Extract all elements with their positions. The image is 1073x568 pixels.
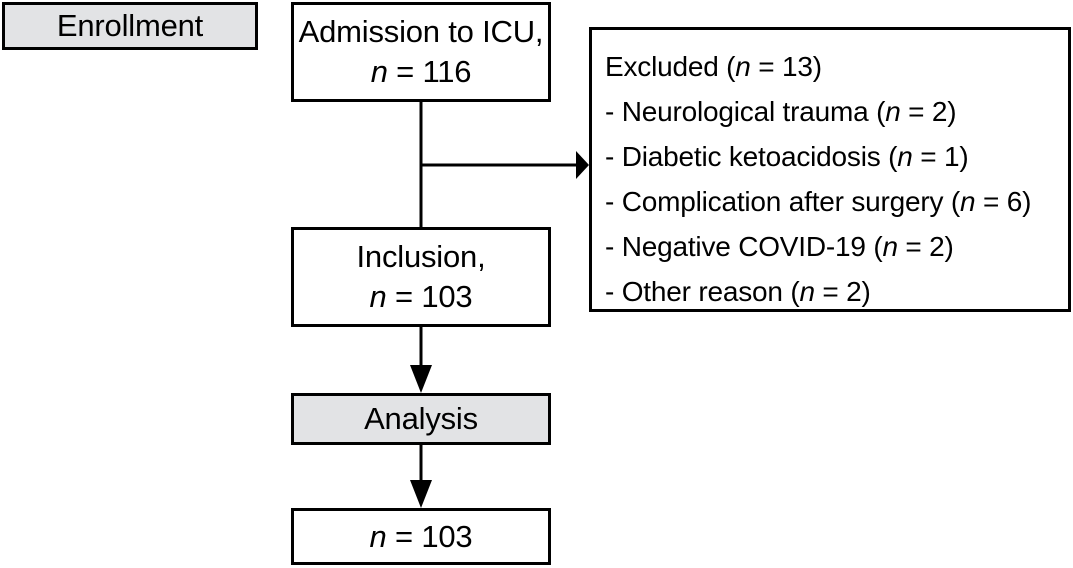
excluded-reason-n: n [897,141,913,172]
excluded-reason-bullet: - [605,186,615,217]
node-analysis: Analysis [291,393,551,445]
excluded-reason-value: 6 [1006,186,1023,217]
excluded-reason-close: ) [947,96,957,127]
node-analyzed-count: n = 103 [291,508,551,565]
inclusion-title: Inclusion, [356,239,486,275]
excluded-heading: Excluded (n = 13) [605,44,1068,89]
icu-count: n = 116 [371,52,472,92]
arrowhead-to-excluded [576,151,589,179]
excluded-reason-item: - Complication after surgery (n = 6) [605,179,1068,224]
final-n-symbol: n [369,518,387,554]
node-excluded: Excluded (n = 13) - Neurological trauma … [589,27,1071,312]
arrowhead-to-final [410,480,432,508]
excluded-reason-text: Diabetic ketoacidosis ( [621,141,898,172]
inclusion-n-value: 103 [421,279,473,314]
analysis-label: Analysis [364,401,478,437]
excluded-reason-item: - Diabetic ketoacidosis (n = 1) [605,134,1068,179]
excluded-heading-suffix: ) [812,51,822,82]
inclusion-equals: = [386,279,422,314]
final-n-value: 103 [421,518,473,554]
excluded-reason-value: 2 [931,96,948,127]
excluded-reason-equals: = [975,186,1007,217]
excluded-reason-n: n [960,186,976,217]
excluded-reason-close: ) [944,231,954,262]
excluded-reason-bullet: - [605,96,615,127]
excluded-heading-prefix: Excluded ( [605,51,736,82]
excluded-reason-value: 1 [943,141,960,172]
excluded-reason-equals: = [900,96,932,127]
inclusion-count: n = 103 [370,277,473,317]
node-admission-to-icu: Admission to ICU, n = 116 [291,2,551,102]
excluded-reason-text: Other reason ( [621,276,800,307]
excluded-reason-value: 2 [929,231,945,262]
excluded-reason-bullet: - [605,276,615,307]
inclusion-n-symbol: n [369,279,387,314]
excluded-reason-bullet: - [605,231,615,262]
excluded-heading-n: n [735,51,751,82]
arrowhead-to-analysis [410,365,432,393]
excluded-reason-equals: = [912,141,944,172]
excluded-reason-n: n [882,231,898,262]
final-count: n = 103 [370,517,473,557]
excluded-reason-close: ) [959,141,969,172]
excluded-reason-item: - Neurological trauma (n = 2) [605,89,1068,134]
excluded-reason-text: Neurological trauma ( [621,96,886,127]
excluded-reason-equals: = [897,231,930,262]
excluded-reason-close: ) [861,276,871,307]
icu-n-value: 116 [422,54,472,89]
icu-title: Admission to ICU, [298,14,544,50]
excluded-reason-close: ) [1022,186,1032,217]
enrollment-label: Enrollment [56,8,204,44]
excluded-reason-text: Complication after surgery ( [621,186,961,217]
excluded-reason-text: Negative COVID-19 ( [621,231,883,262]
icu-equals: = [387,54,423,89]
excluded-heading-equals: = [750,51,782,82]
excluded-reason-n: n [799,276,815,307]
excluded-heading-value: 13 [781,51,813,82]
stage-label-enrollment: Enrollment [2,2,258,50]
excluded-reason-item: - Other reason (n = 2) [605,269,1068,314]
excluded-reason-n: n [885,96,901,127]
excluded-reason-equals: = [814,276,847,307]
excluded-reason-value: 2 [846,276,862,307]
excluded-reason-bullet: - [605,141,615,172]
excluded-reason-item: - Negative COVID-19 (n = 2) [605,224,1068,269]
final-equals: = [386,518,422,554]
icu-n-symbol: n [370,54,388,89]
node-inclusion: Inclusion, n = 103 [291,227,551,327]
